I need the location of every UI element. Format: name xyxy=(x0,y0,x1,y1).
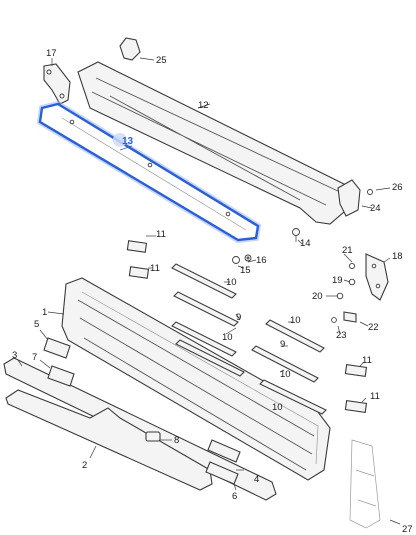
nut-part-15[interactable] xyxy=(232,256,240,264)
washer-part-16[interactable] xyxy=(244,254,252,262)
insert-part-5[interactable] xyxy=(43,337,71,359)
insert-part-11b[interactable] xyxy=(128,266,150,279)
latch-bracket-part-27[interactable] xyxy=(349,439,381,529)
callout-10c: 10 xyxy=(290,315,301,326)
callout-1: 1 xyxy=(42,307,47,318)
insert-part-11c[interactable] xyxy=(344,364,368,377)
screw-part-26[interactable] xyxy=(367,189,373,195)
insert-part-11d[interactable] xyxy=(344,400,368,413)
screw-part-19[interactable] xyxy=(348,278,356,286)
bracket-part-17[interactable] xyxy=(43,63,71,105)
callout-19: 19 xyxy=(332,275,343,286)
clip-part-21[interactable] xyxy=(348,262,356,270)
callout-12: 12 xyxy=(198,100,209,111)
slat-part-9a[interactable] xyxy=(175,339,245,377)
callout-labels: 17 25 12 13 26 24 14 16 15 11 11 10 9 10… xyxy=(12,48,413,535)
callout-10e: 10 xyxy=(272,402,283,413)
callout-10d: 10 xyxy=(280,369,291,380)
callout-2: 2 xyxy=(82,460,87,471)
bracket-part-24[interactable] xyxy=(337,179,361,217)
insert-part-7[interactable] xyxy=(47,365,75,387)
callout-17: 17 xyxy=(46,48,57,59)
screw-part-20[interactable] xyxy=(336,292,344,300)
callout-15: 15 xyxy=(240,265,251,276)
callout-11d: 11 xyxy=(370,391,380,402)
callout-21: 21 xyxy=(342,245,353,256)
slat-part-10c[interactable] xyxy=(171,321,237,357)
bottom-moulding-part-2[interactable] xyxy=(5,389,213,491)
callout-25: 25 xyxy=(156,55,167,66)
slat-part-10a[interactable] xyxy=(171,263,237,299)
callout-7: 7 xyxy=(32,352,37,363)
lower-bar-part-13[interactable] xyxy=(36,100,262,244)
callout-10b: 10 xyxy=(222,332,233,343)
bolt-part-14[interactable] xyxy=(292,228,300,243)
callout-27: 27 xyxy=(402,524,413,535)
callout-23: 23 xyxy=(336,330,347,341)
clip-part-25[interactable] xyxy=(119,37,141,61)
badge-clip-part-8[interactable] xyxy=(145,431,161,442)
callout-22: 22 xyxy=(368,322,379,333)
callout-20: 20 xyxy=(312,291,323,302)
clip-part-22[interactable] xyxy=(343,311,357,323)
callout-10a: 10 xyxy=(226,277,237,288)
insert-part-11a[interactable] xyxy=(126,240,148,253)
callout-3: 3 xyxy=(12,350,17,361)
callout-14: 14 xyxy=(300,238,311,249)
slat-part-9b[interactable] xyxy=(265,319,325,353)
callout-5: 5 xyxy=(34,319,39,330)
slat-part-10b[interactable] xyxy=(173,291,239,327)
callout-6: 6 xyxy=(232,491,237,502)
callout-11a: 11 xyxy=(156,229,166,240)
leader-lines xyxy=(17,57,401,525)
insert-part-4[interactable] xyxy=(207,439,241,463)
callout-4: 4 xyxy=(254,474,259,485)
slat-part-10e[interactable] xyxy=(259,379,327,415)
callout-9b: 9 xyxy=(280,339,285,350)
bracket-part-18[interactable] xyxy=(365,253,389,301)
slat-part-10d[interactable] xyxy=(251,345,319,383)
grille-frame-part-1[interactable] xyxy=(61,277,331,481)
callout-26: 26 xyxy=(392,182,403,193)
callout-11c: 11 xyxy=(362,355,372,366)
callout-8: 8 xyxy=(174,435,179,446)
screw-part-23[interactable] xyxy=(331,317,337,323)
callout-9a: 9 xyxy=(236,312,241,323)
callout-11b: 11 xyxy=(150,263,160,274)
callout-16: 16 xyxy=(256,255,267,266)
callout-13: 13 xyxy=(122,136,134,147)
callout-18: 18 xyxy=(392,251,403,262)
support-beam-part-12[interactable] xyxy=(77,61,353,225)
callout-24: 24 xyxy=(370,203,381,214)
